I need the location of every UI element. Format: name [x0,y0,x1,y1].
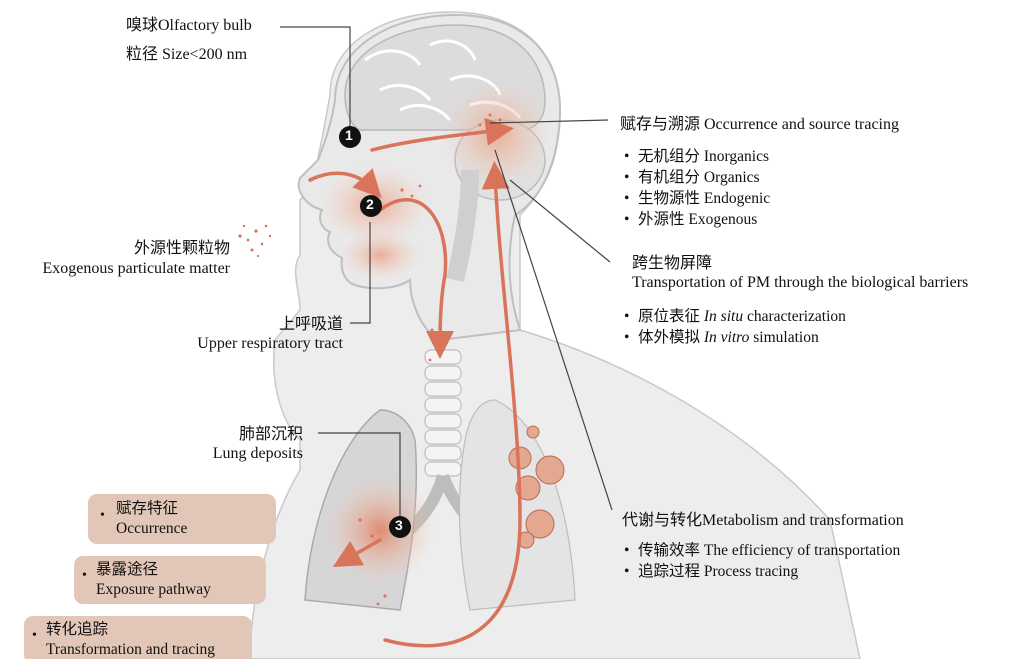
legend-box-transformation-cn: 转化追踪 [46,620,108,639]
marker-1-number: 1 [345,127,353,145]
occurrence-item: •无机组分 Inorganics [624,146,769,167]
occurrence-item: •外源性 Exogenous [624,209,757,230]
olfactory-size-label: 粒径 Size<200 nm [126,45,247,65]
metabolism-item: •传输效率 The efficiency of transportation [624,540,900,561]
legend-box-exposure-en: Exposure pathway [96,580,211,599]
exogenous-label-en: Exogenous particulate matter [43,259,230,279]
metabolism-item: •追踪过程 Process tracing [624,561,798,582]
occurrence-item: •有机组分 Organics [624,167,760,188]
marker-3-number: 3 [395,517,403,535]
legend-box-transformation-en: Transformation and tracing [46,640,215,659]
occurrence-item: •生物源性 Endogenic [624,188,770,209]
olfactory-label: 嗅球Olfactory bulb [126,16,252,36]
exogenous-label-cn: 外源性颗粒物 [134,239,230,259]
barrier-title-cn: 跨生物屏障 [632,254,712,274]
lung-deposits-label-en: Lung deposits [213,444,303,464]
barrier-title-en: Transportation of PM through the biologi… [632,273,968,293]
legend-box-transformation: • 转化追踪 Transformation and tracing [24,616,252,659]
metabolism-title: 代谢与转化Metabolism and transformation [622,511,904,531]
legend-box-occurrence-en: Occurrence [116,519,187,538]
lung-deposits-label-cn: 肺部沉积 [239,425,303,445]
legend-box-occurrence-cn: 赋存特征 [116,499,178,518]
barrier-item: •原位表征 In situ characterization [624,306,846,327]
upper-respiratory-label-cn: 上呼吸道 [279,315,343,335]
marker-2-number: 2 [366,196,374,214]
legend-box-exposure-cn: 暴露途径 [96,560,158,579]
barrier-item: •体外模拟 In vitro simulation [624,327,819,348]
occurrence-title: 赋存与溯源 Occurrence and source tracing [620,115,899,135]
legend-box-exposure: • 暴露途径 Exposure pathway [74,556,266,604]
legend-box-occurrence: • 赋存特征 Occurrence [88,494,276,544]
upper-respiratory-label-en: Upper respiratory tract [197,334,343,354]
